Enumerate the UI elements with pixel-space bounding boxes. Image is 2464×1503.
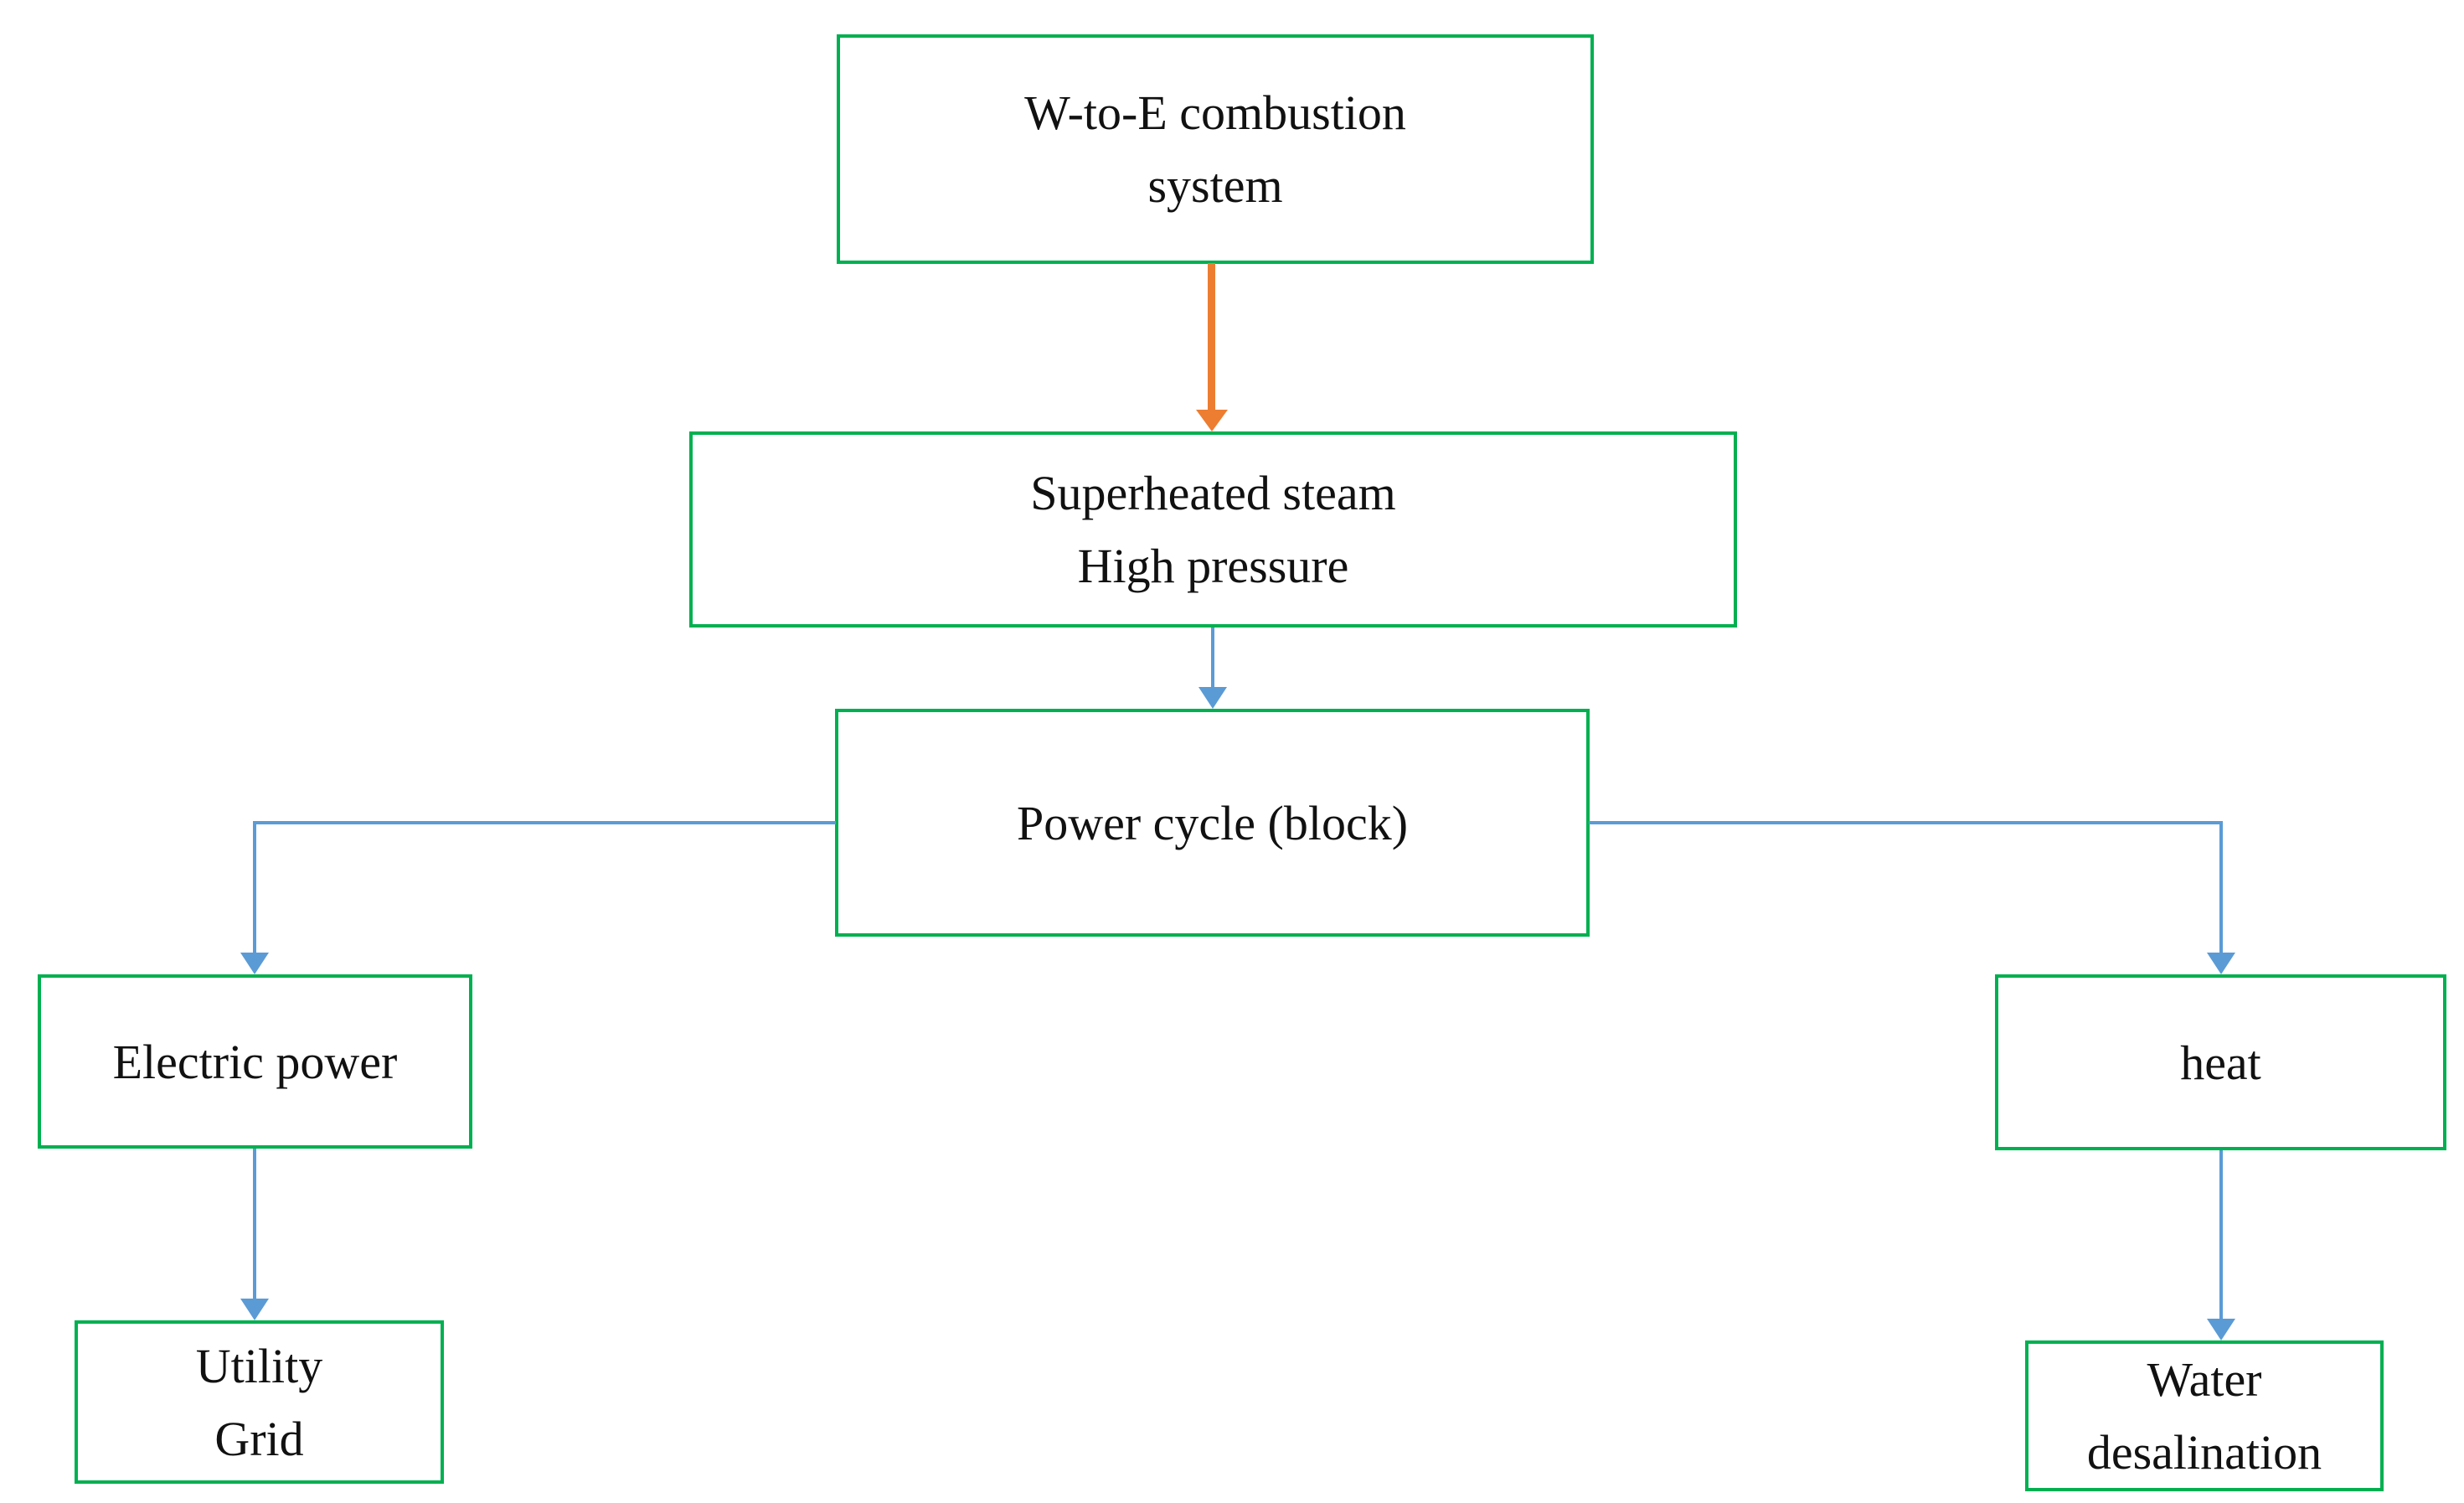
- node-steam-label: Superheated steam High pressure: [1030, 466, 1396, 593]
- edge-heat-to-water-arrowhead-icon: [2207, 1319, 2235, 1340]
- node-water-desalination: Water desalination: [2025, 1340, 2384, 1491]
- edge-power-to-electric-hline: [255, 821, 836, 824]
- edge-electric-to-utility-line: [253, 1149, 256, 1299]
- edge-power-to-electric-vline: [253, 821, 256, 953]
- edge-electric-to-utility-arrowhead-icon: [240, 1299, 269, 1320]
- node-heat: heat: [1995, 974, 2446, 1150]
- edge-power-to-heat-arrowhead-icon: [2207, 953, 2235, 974]
- node-electric-power: Electric power: [38, 974, 472, 1149]
- node-water-label: Water desalination: [2086, 1352, 2322, 1480]
- edge-power-to-heat-hline: [1589, 821, 2223, 824]
- edge-steam-to-power-line: [1211, 628, 1214, 688]
- node-combustion-label: W-to-E combustion system: [1024, 85, 1406, 213]
- node-electric-label: Electric power: [112, 1034, 398, 1089]
- edge-heat-to-water-line: [2219, 1150, 2223, 1319]
- node-utility-grid: Utility Grid: [75, 1320, 444, 1484]
- node-heat-label: heat: [2180, 1035, 2261, 1090]
- node-utility-label: Utility Grid: [195, 1338, 323, 1466]
- edge-combustion-to-steam-line: [1208, 263, 1215, 411]
- edge-steam-to-power-arrowhead-icon: [1198, 687, 1227, 709]
- node-superheated-steam: Superheated steam High pressure: [689, 431, 1737, 628]
- node-power-cycle: Power cycle (block): [835, 709, 1590, 937]
- edge-combustion-to-steam-arrowhead-icon: [1196, 410, 1228, 431]
- node-combustion-system: W-to-E combustion system: [837, 34, 1594, 264]
- edge-power-to-electric-arrowhead-icon: [240, 953, 269, 974]
- edge-power-to-heat-vline: [2219, 821, 2223, 953]
- node-power-label: Power cycle (block): [1016, 795, 1409, 850]
